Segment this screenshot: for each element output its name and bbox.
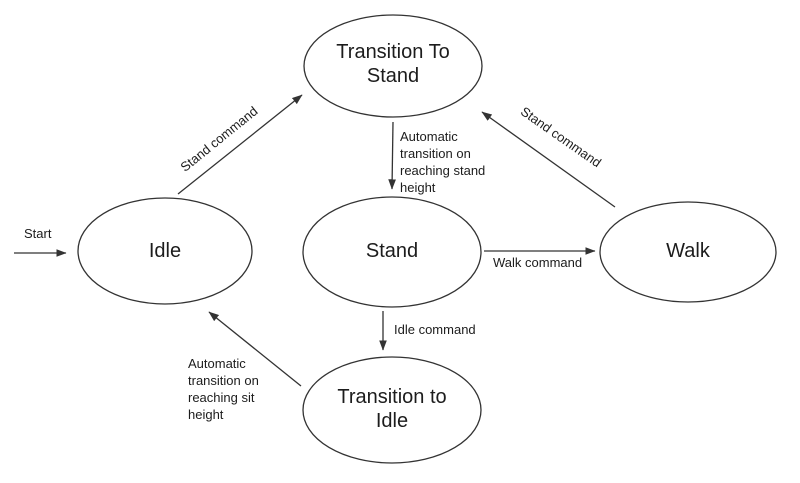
state-ellipse-transition-to-stand (303, 14, 483, 118)
state-ellipse-transition-to-idle (302, 356, 482, 464)
state-label-walk: Walk (666, 240, 710, 262)
state-label-transition-to-stand: Transition To Stand (336, 41, 450, 87)
edge-label-idle-command: Idle command (394, 322, 476, 337)
edge-arrow-walk-to-transition-stand (481, 111, 616, 208)
edge-label-automatic-sit-height: Automatic transition on reaching sit hei… (188, 356, 259, 422)
state-label-transition-to-idle: Transition to Idle (337, 386, 447, 432)
edge-label-automatic-stand-height: Automatic transition on reaching stand h… (400, 129, 486, 195)
edge-arrow-transition-stand-to-stand (388, 121, 397, 190)
state-ellipse-stand (302, 196, 482, 308)
state-label-idle: Idle (148, 240, 182, 262)
edge-arrow-idle-to-transition-stand (177, 94, 303, 195)
edge-label-walk-command: Walk command (493, 255, 583, 270)
edge-label-start: Start (24, 226, 52, 241)
state-label-stand: Stand (365, 240, 419, 262)
state-ellipse-idle (77, 197, 253, 305)
state-ellipse-walk (599, 201, 777, 303)
edge-arrow-transition-idle-to-idle (208, 311, 302, 387)
